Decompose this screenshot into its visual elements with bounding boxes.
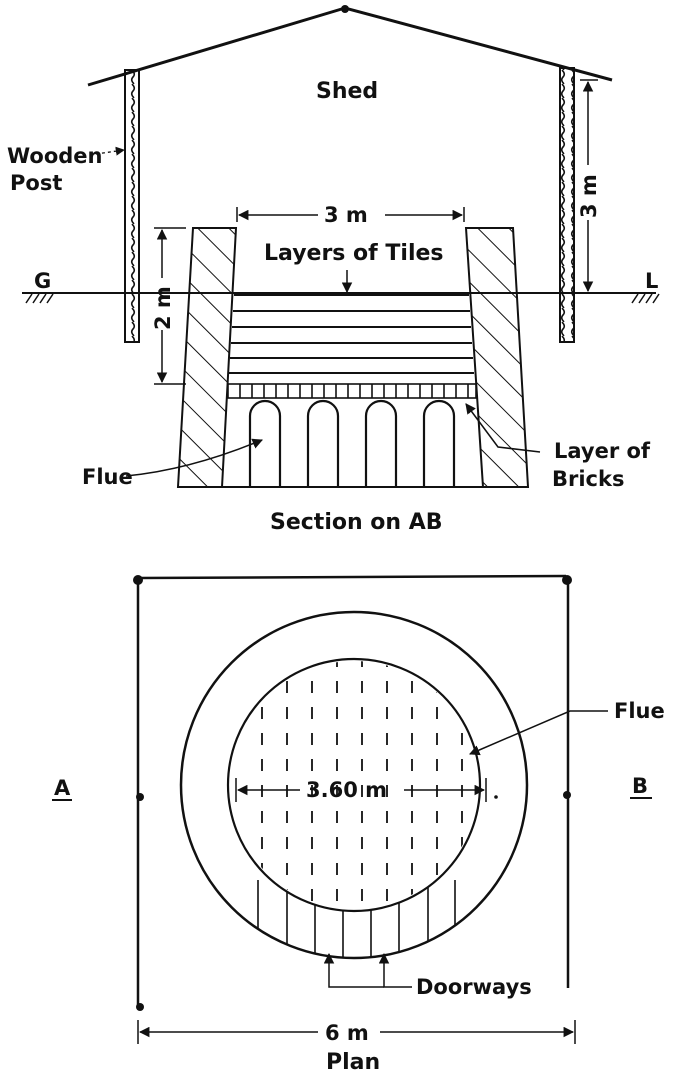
wooden-post-leader [95, 146, 125, 156]
diameter-label: 3.60 m [306, 778, 387, 802]
plan-view: A B Flue 3.60 m Doorways 6 m Plan [52, 574, 665, 1075]
plan-enclosure [136, 574, 570, 1008]
section-mark-a: A [52, 776, 72, 801]
shed-label: Shed [316, 79, 378, 104]
post-dimension-3m [580, 79, 598, 293]
left-wooden-post [124, 69, 140, 343]
plan-flue-leader [469, 710, 608, 756]
kiln-left-wall [176, 227, 238, 488]
overall-dimension-6m [137, 1020, 576, 1044]
ground-hatch-right [631, 293, 660, 304]
ground-hatch-left [25, 293, 54, 304]
shed-roof [87, 6, 613, 87]
tile-layers [229, 294, 474, 374]
ground-l-label: L [645, 269, 658, 293]
kiln-right-wall [464, 227, 530, 488]
right-wooden-post [559, 67, 575, 343]
post-markers [133, 575, 572, 1011]
diameter-dimension [235, 778, 487, 802]
doorways-leader [378, 952, 412, 988]
section-caption: Section on AB [270, 510, 443, 535]
section-view: Shed Wooden Post 3 m Layers of Tiles 2 m… [7, 5, 660, 535]
flue-arches [248, 399, 456, 487]
flue-label: Flue [82, 465, 133, 489]
roof-apex [341, 5, 349, 13]
ground-g-label: G [34, 269, 51, 293]
kiln-outer-circle [179, 610, 529, 960]
doorways-label: Doorways [416, 975, 532, 999]
plan-caption: Plan [326, 1050, 380, 1075]
section-mark-b: B [630, 774, 652, 799]
bricks-leader [465, 403, 541, 453]
width-3m-label: 3 m [324, 203, 368, 227]
height-dimension-2m [154, 227, 186, 385]
doorways-leader-2 [323, 952, 384, 988]
flue-leader [125, 438, 263, 477]
height-2m-label: 2 m [151, 286, 175, 330]
plan-flue-label: Flue [614, 699, 665, 723]
post-label: Post [10, 171, 62, 195]
wooden-label: Wooden [7, 144, 103, 168]
brick-layer [227, 383, 477, 399]
width-6m-label: 6 m [325, 1021, 369, 1045]
svg-text:B: B [632, 774, 648, 798]
bricks-label-line2: Bricks [552, 467, 624, 491]
svg-text:A: A [54, 776, 71, 800]
tiles-label: Layers of Tiles [264, 241, 444, 266]
width-dimension-3m [236, 207, 465, 222]
post-3m-label: 3 m [577, 174, 601, 218]
bricks-label-line1: Layer of [554, 439, 651, 463]
doorway-lines [257, 880, 456, 958]
